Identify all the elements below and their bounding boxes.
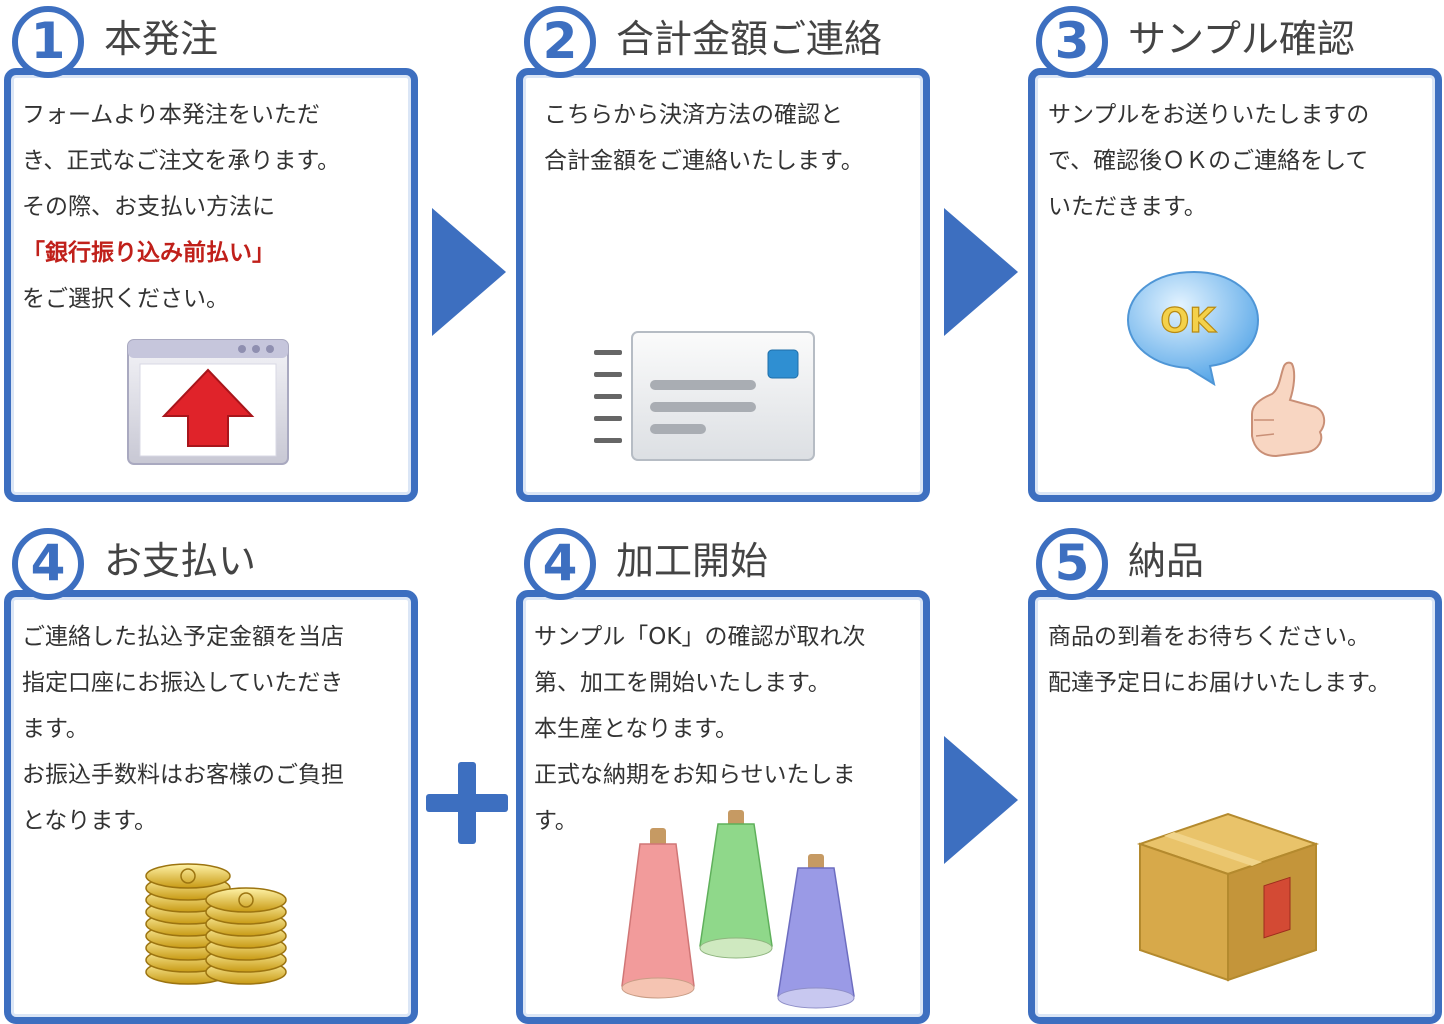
step-4-processing-line: 第、加工を開始いたします。 — [534, 670, 831, 696]
step-2-line: こちらから決済方法の確認と — [544, 102, 843, 128]
step-2-description: こちらから決済方法の確認と 合計金額をご連絡いたします。 — [544, 92, 924, 184]
step-1-line: をご選択ください。 — [22, 286, 229, 312]
step-1-payment-method: 「銀行振り込み前払い」 — [22, 240, 275, 266]
ok-bubble-text: OK — [1160, 301, 1217, 341]
step-2-title: 合計金額ご連絡 — [616, 17, 883, 61]
step-4-payment: 4 お支払い ご連絡した払込予定金額を当店 指定口座にお振込していただき ます。… — [0, 522, 420, 1024]
step-3-description: サンプルをお送りいたしますの で、確認後ＯＫのご連絡をして いただきます。 — [1048, 92, 1428, 230]
step-5: 5 納品 商品の到着をお待ちください。 配達予定日にお届けいたします。 — [1024, 522, 1444, 1024]
step-3-number-badge: 3 — [1036, 6, 1108, 78]
step-4-processing-number-badge: 4 — [524, 528, 596, 600]
coins-icon — [145, 863, 287, 985]
step-5-description: 商品の到着をお待ちください。 配達予定日にお届けいたします。 — [1048, 614, 1428, 706]
step-4-processing-line: 正式な納期をお知らせいたしま — [534, 762, 856, 788]
plus-icon-vertical — [458, 762, 476, 844]
step-1-number-badge: 1 — [12, 6, 84, 78]
plus-icon — [426, 762, 508, 844]
arrow-right-icon — [944, 736, 1018, 864]
step-4-payment-title: お支払い — [104, 539, 257, 583]
step-4-processing: 4 加工開始 サンプル「OK」の確認が取れ次 第、加工を開始いたします。 本生産… — [512, 522, 932, 1024]
step-1-description: フォームより本発注をいただ き、正式なご注文を承ります。 その際、お支払い方法に… — [22, 92, 402, 322]
step-2: 2 合計金額ご連絡 こちらから決済方法の確認と 合計金額をご連絡いたします。 — [512, 0, 932, 502]
step-5-number-badge: 5 — [1036, 528, 1108, 600]
step-2-line: 合計金額をご連絡いたします。 — [544, 148, 864, 174]
step-5-title: 納品 — [1128, 539, 1205, 583]
step-4-payment-line: ご連絡した払込予定金額を当店 — [22, 624, 344, 650]
step-1-line: その際、お支払い方法に — [22, 194, 275, 220]
arrow-right-icon — [944, 208, 1018, 336]
step-4-payment-line: お振込手数料はお客様のご負担 — [22, 762, 344, 788]
step-5-line: 商品の到着をお待ちください。 — [1048, 624, 1370, 650]
step-4-processing-description: サンプル「OK」の確認が取れ次 第、加工を開始いたします。 本生産となります。 … — [534, 614, 914, 844]
upload-window-icon — [127, 339, 289, 465]
step-1-line: フォームより本発注をいただ — [22, 102, 320, 128]
mail-card-icon — [594, 331, 815, 461]
step-1: 1 本発注 フォームより本発注をいただ き、正式なご注文を承ります。 その際、お… — [0, 0, 420, 502]
step-4-payment-number-badge: 4 — [12, 528, 84, 600]
arrow-right-icon — [432, 208, 506, 336]
step-4-payment-line: 指定口座にお振込していただき — [22, 670, 344, 696]
step-4-processing-line: 本生産となります。 — [534, 716, 739, 742]
step-4-processing-line: す。 — [534, 808, 578, 834]
step-5-line: 配達予定日にお届けいたします。 — [1048, 670, 1391, 696]
step-3-title: サンプル確認 — [1128, 17, 1355, 61]
step-1-line: き、正式なご注文を承ります。 — [22, 148, 341, 174]
step-4-payment-description: ご連絡した払込予定金額を当店 指定口座にお振込していただき ます。 お振込手数料… — [22, 614, 402, 844]
step-3-line: で、確認後ＯＫのご連絡をして — [1048, 148, 1369, 174]
step-3-line: いただきます。 — [1048, 194, 1207, 220]
ok-thumbs-up-icon: OK — [1126, 270, 1326, 458]
step-4-payment-line: となります。 — [22, 808, 158, 834]
step-3-line: サンプルをお送りいたしますの — [1048, 102, 1370, 128]
step-4-processing-title: 加工開始 — [616, 539, 769, 583]
step-1-title: 本発注 — [104, 17, 219, 61]
step-2-number-badge: 2 — [524, 6, 596, 78]
step-3: 3 サンプル確認 サンプルをお送りいたしますの で、確認後ＯＫのご連絡をして い… — [1024, 0, 1444, 502]
step-4-processing-line: サンプル「OK」の確認が取れ次 — [534, 624, 866, 650]
thread-spools-icon — [621, 810, 855, 1009]
cardboard-box-icon — [1136, 812, 1320, 982]
step-4-payment-line: ます。 — [22, 716, 89, 742]
